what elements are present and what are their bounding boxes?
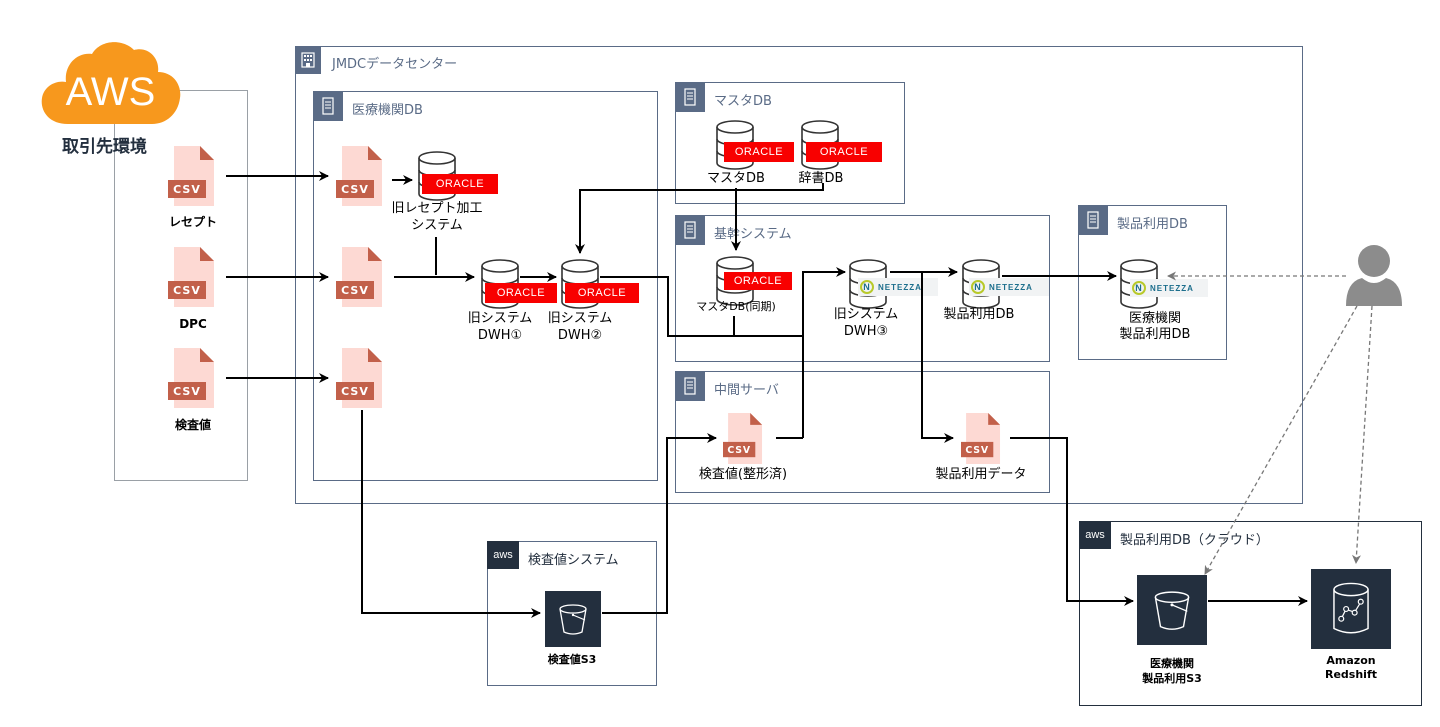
dwh1-label-1: 旧システム bbox=[467, 311, 533, 326]
netezza-logo: N NETEZZA bbox=[969, 278, 1049, 296]
svg-text:CSV: CSV bbox=[173, 183, 201, 196]
svg-text:CSV: CSV bbox=[173, 284, 201, 297]
csv-document-icon: CSV bbox=[336, 146, 382, 206]
netezza-logo: N NETEZZA bbox=[1130, 279, 1208, 297]
product-use-db-group: 製品利用DB bbox=[1078, 205, 1227, 360]
file-label-lab: 検査値 bbox=[174, 418, 212, 432]
csv-file-icon[interactable]: CSV bbox=[336, 348, 382, 408]
aws-logo-icon: aws bbox=[487, 541, 519, 569]
product-use-db-title: 製品利用DB bbox=[1117, 217, 1188, 232]
csv-document-icon: CSV bbox=[168, 247, 214, 307]
s3-bucket-lab[interactable] bbox=[545, 591, 601, 647]
old-receipt-label-1: 旧レセプト加工 bbox=[391, 201, 483, 216]
svg-text:CSV: CSV bbox=[965, 445, 989, 456]
svg-text:CSV: CSV bbox=[341, 183, 369, 196]
user-icon[interactable] bbox=[1344, 244, 1404, 306]
building-icon bbox=[295, 46, 321, 74]
old-receipt-label-2: システム bbox=[411, 218, 463, 233]
csv-document-icon: CSV bbox=[336, 247, 382, 307]
s3-bucket-icon bbox=[559, 604, 587, 635]
dwh1-label-2: DWH① bbox=[477, 328, 523, 343]
csv-file-icon[interactable]: CSV bbox=[168, 247, 214, 307]
hospital-product-db-label-2: 製品利用DB bbox=[1119, 327, 1191, 342]
csv-file-icon[interactable]: CSV bbox=[168, 146, 214, 206]
jmdc-datacenter-title: JMDCデータセンター bbox=[332, 57, 458, 72]
master-db-label: マスタDB bbox=[707, 171, 765, 186]
server-icon bbox=[313, 91, 343, 121]
file-label-receipt: レセプト bbox=[168, 215, 218, 229]
dwh3-label-2: DWH③ bbox=[843, 324, 889, 339]
oracle-logo: ORACLE bbox=[724, 272, 792, 290]
netezza-text: NETEZZA bbox=[989, 282, 1033, 292]
netezza-n-icon: N bbox=[860, 280, 874, 294]
s3-bucket-icon bbox=[1154, 591, 1190, 630]
cloud-icon bbox=[41, 42, 181, 124]
aws-cloud-label: AWS bbox=[65, 70, 156, 114]
server-icon bbox=[675, 215, 705, 245]
hospital-product-db-label-1: 医療機関 bbox=[1128, 311, 1182, 326]
netezza-text: NETEZZA bbox=[878, 282, 922, 292]
jmdc-datacenter-group: JMDCデータセンター bbox=[295, 46, 1303, 504]
svg-text:CSV: CSV bbox=[173, 385, 201, 398]
redshift-icon bbox=[1333, 582, 1369, 634]
aws-tag: aws bbox=[1085, 529, 1105, 541]
s3-lab-label: 検査値S3 bbox=[547, 653, 597, 666]
dwh2-label-1: 旧システム bbox=[547, 311, 613, 326]
csv-file-icon[interactable]: CSV bbox=[723, 413, 763, 464]
oracle-logo: ORACLE bbox=[422, 174, 498, 194]
dwh2-label-2: DWH② bbox=[557, 328, 603, 343]
netezza-logo: N NETEZZA bbox=[858, 278, 938, 296]
lab-system-title: 検査値システム bbox=[528, 553, 619, 568]
oracle-logo: ORACLE bbox=[806, 142, 882, 162]
file-label-dpc: DPC bbox=[179, 317, 207, 331]
master-db-group: マスタDB bbox=[675, 82, 905, 204]
csv-document-icon: CSV bbox=[961, 413, 1001, 464]
csv-document-icon: CSV bbox=[168, 146, 214, 206]
csv-document-icon: CSV bbox=[336, 348, 382, 408]
csv-file-icon[interactable]: CSV bbox=[168, 348, 214, 408]
file-label-product-data: 製品利用データ bbox=[935, 467, 1027, 482]
master-db-title: マスタDB bbox=[714, 94, 772, 109]
svg-text:CSV: CSV bbox=[341, 284, 369, 297]
server-icon bbox=[675, 371, 705, 401]
netezza-text: NETEZZA bbox=[1150, 283, 1194, 293]
svg-text:CSV: CSV bbox=[341, 385, 369, 398]
netezza-n-icon: N bbox=[1132, 281, 1146, 295]
csv-file-icon[interactable]: CSV bbox=[336, 247, 382, 307]
core-system-title: 基幹システム bbox=[714, 227, 792, 242]
csv-document-icon: CSV bbox=[723, 413, 763, 464]
netezza-n-icon: N bbox=[971, 280, 985, 294]
oracle-logo: ORACLE bbox=[565, 283, 639, 303]
server-icon bbox=[1078, 205, 1108, 235]
redshift-label-1: Amazon bbox=[1326, 654, 1376, 667]
aws-cloud-logo: AWS bbox=[38, 36, 183, 126]
csv-file-icon[interactable]: CSV bbox=[961, 413, 1001, 464]
aws-logo-icon: aws bbox=[1079, 521, 1111, 549]
server-icon bbox=[675, 82, 705, 112]
aws-tag: aws bbox=[493, 549, 513, 561]
oracle-logo: ORACLE bbox=[485, 283, 557, 303]
cloud-product-db-title: 製品利用DB（クラウド） bbox=[1120, 533, 1269, 548]
medical-db-title: 医療機関DB bbox=[352, 103, 423, 118]
file-label-lab-formatted: 検査値(整形済) bbox=[698, 467, 788, 482]
product-db-label: 製品利用DB bbox=[943, 307, 1015, 322]
redshift-cluster[interactable] bbox=[1311, 569, 1391, 649]
dictionary-db-label: 辞書DB bbox=[798, 171, 844, 186]
middle-server-title: 中間サーバ bbox=[714, 383, 779, 398]
dwh3-label-1: 旧システム bbox=[833, 307, 899, 322]
partner-environment-label: 取引先環境 bbox=[62, 137, 147, 157]
redshift-label-2: Redshift bbox=[1325, 668, 1377, 681]
svg-text:CSV: CSV bbox=[727, 445, 751, 456]
partner-environment-group bbox=[114, 90, 248, 481]
s3-bucket-hospital[interactable] bbox=[1137, 575, 1207, 645]
csv-file-icon[interactable]: CSV bbox=[336, 146, 382, 206]
csv-document-icon: CSV bbox=[168, 348, 214, 408]
oracle-logo: ORACLE bbox=[724, 142, 794, 162]
master-sync-label: マスタDB(同期) bbox=[696, 300, 776, 313]
s3-hospital-label-1: 医療機関 bbox=[1150, 657, 1194, 670]
middle-server-group: 中間サーバ bbox=[675, 371, 1050, 493]
s3-hospital-label-2: 製品利用S3 bbox=[1142, 672, 1202, 685]
